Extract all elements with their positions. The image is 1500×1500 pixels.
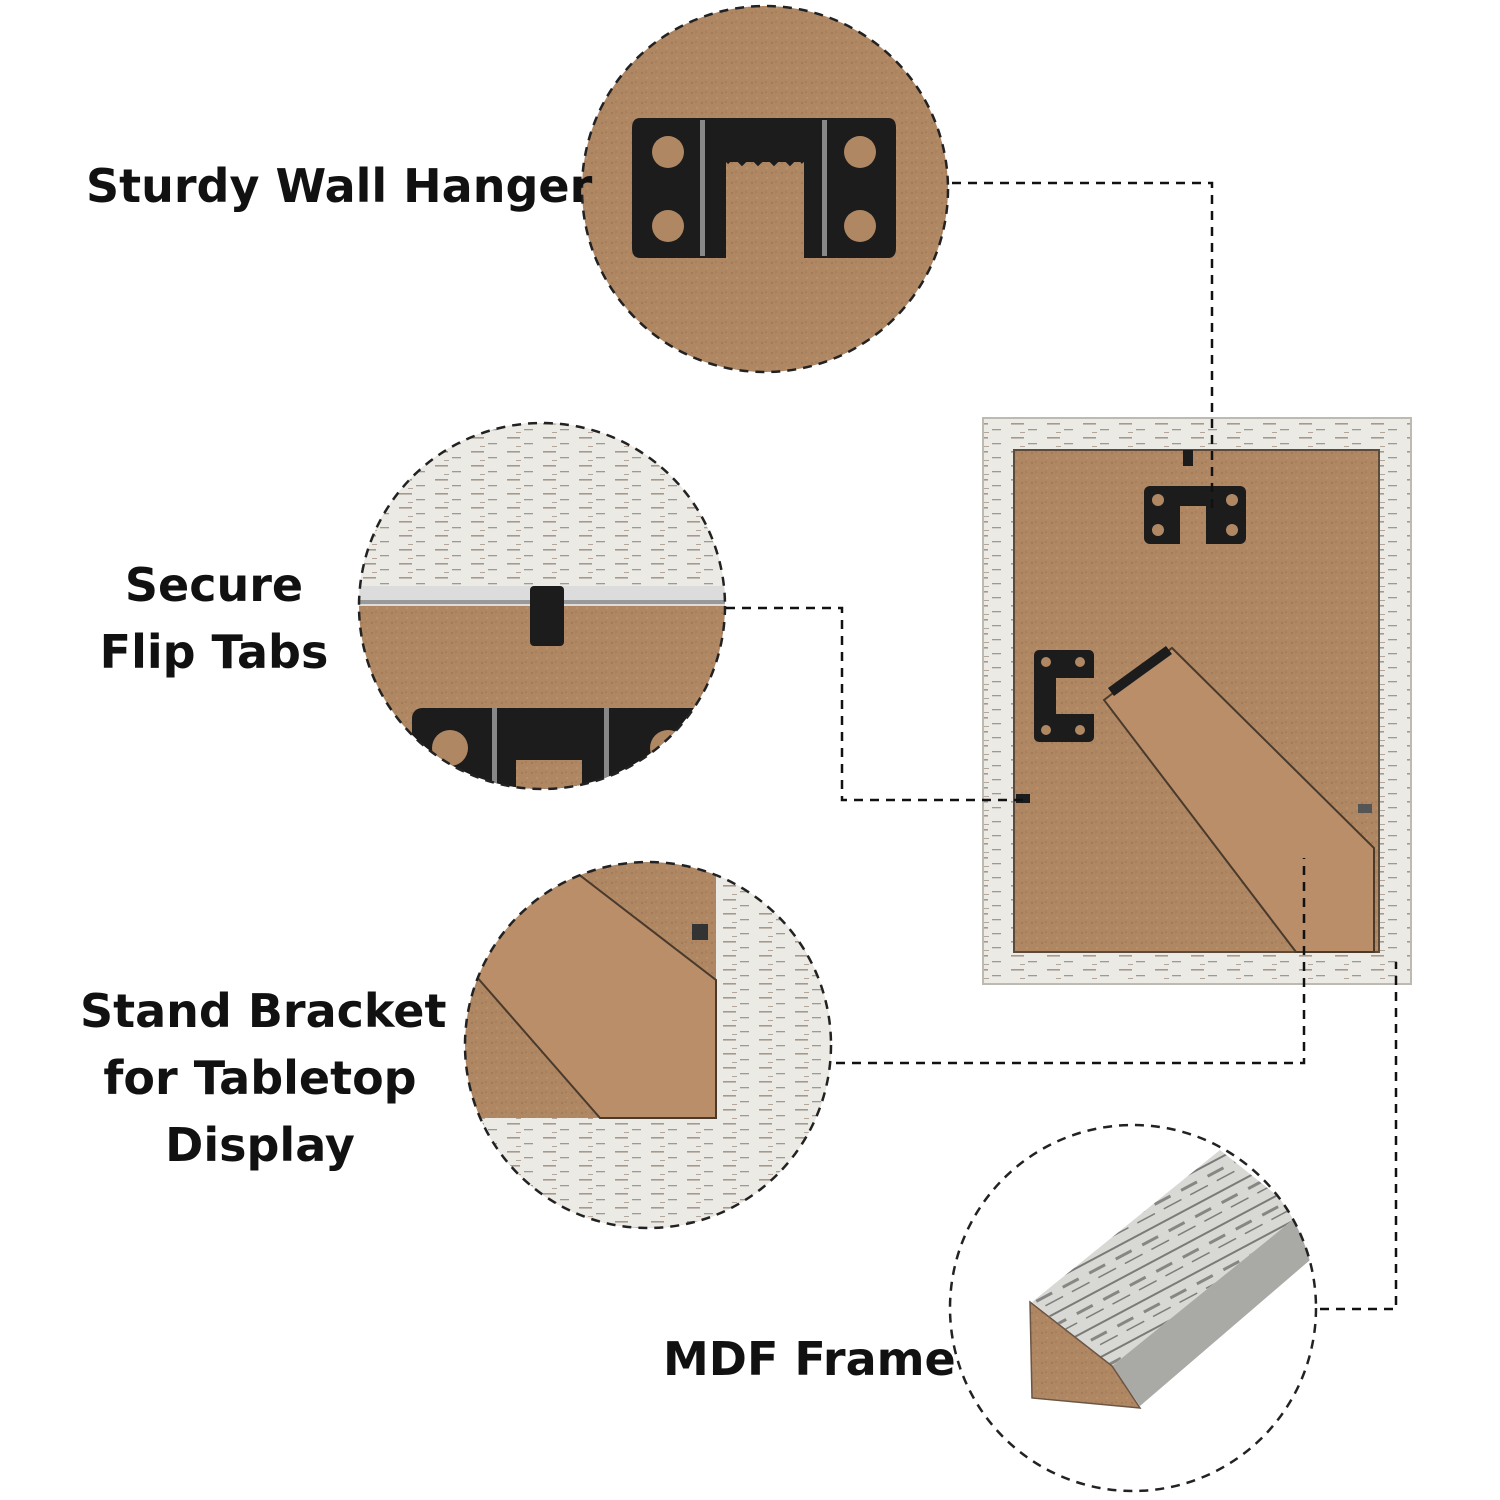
frame-right-flip-tab	[1358, 804, 1372, 813]
moulding-side-face	[1112, 1214, 1310, 1406]
label-sturdy-wall-hanger: Sturdy Wall Hanger	[86, 153, 592, 220]
frame-side-hanger	[1034, 650, 1094, 742]
stand-bracket-closeup	[463, 860, 833, 1230]
label-secure-flip-tabs-line1: Secure	[124, 558, 304, 612]
label-secure-flip-tabs-line2: Flip Tabs	[99, 625, 329, 679]
flip-tabs-closeup	[357, 421, 727, 791]
leader-line-stand-bracket	[836, 858, 1306, 1065]
moulding-mdf-end	[1029, 1300, 1142, 1409]
label-stand-bracket-line3: Display	[165, 1118, 355, 1172]
leader-line-wall-hanger	[952, 181, 1214, 510]
label-stand-bracket-line1: Stand Bracket	[80, 984, 447, 1038]
flip-tab-closeup	[530, 586, 564, 646]
label-secure-flip-tabs: Secure Flip Tabs	[96, 552, 332, 686]
label-sturdy-wall-hanger-text: Sturdy Wall Hanger	[86, 159, 593, 213]
frame-stand-bracket	[1102, 646, 1375, 953]
label-mdf-frame-text: MDF Frame	[663, 1332, 956, 1386]
frame-wall-hanger	[1144, 486, 1246, 544]
frame-left-flip-tab	[1016, 794, 1030, 803]
frame-top-flip-tab	[1183, 450, 1193, 466]
label-mdf-frame: MDF Frame	[663, 1326, 956, 1393]
mdf-frame-closeup	[948, 1123, 1318, 1493]
hanger-partial-closeup	[412, 708, 725, 789]
label-stand-bracket-line2: for Tabletop	[103, 1051, 417, 1105]
leader-line-flip-tabs	[726, 606, 1024, 802]
label-stand-bracket: Stand Bracket for Tabletop Display	[80, 978, 447, 1179]
moulding-top-face	[1032, 1150, 1300, 1366]
hanger-closeup-plate	[632, 118, 896, 262]
leader-line-mdf-frame	[1320, 962, 1398, 1311]
wall-hanger-closeup	[580, 4, 950, 374]
frame-back-view	[982, 417, 1412, 985]
